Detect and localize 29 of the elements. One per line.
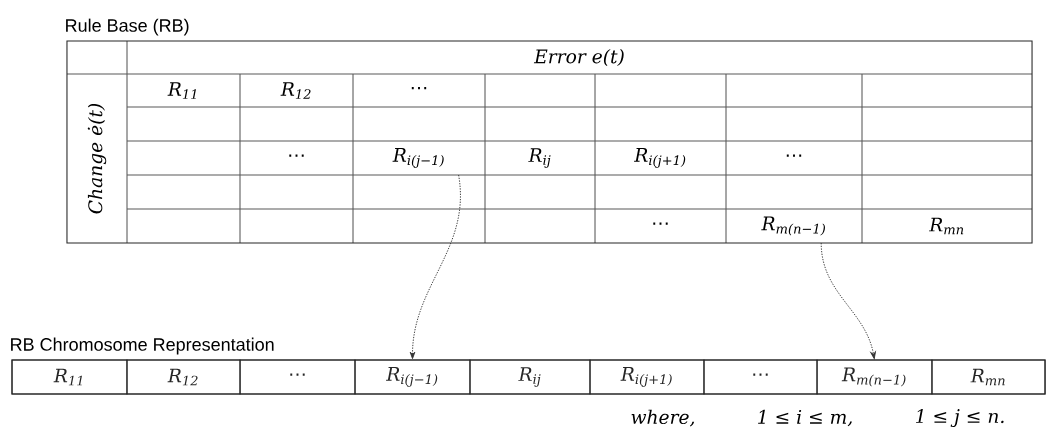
gene-cell: ⋯	[239, 359, 356, 395]
table-cell: R$_{i(j+1)}$	[634, 148, 686, 168]
table-cell: ⋯	[786, 154, 802, 157]
table-cell: ⋯	[653, 222, 668, 225]
gene-cell: R$_{ij}$	[469, 359, 591, 395]
condition-text: 1 ≤ i ≤ m,	[758, 409, 852, 427]
table-cell: R$_{12}$	[280, 82, 311, 99]
node-label: Rule Base (RB)	[66, 18, 189, 36]
condition-text: 1 ≤ j ≤ n.	[916, 409, 1004, 427]
table-cell: R$_{11}$	[167, 82, 196, 99]
gene-cell: R$_{i(j−1)}$	[354, 359, 471, 395]
table-cell: R$_{i(j−1)}$	[392, 148, 444, 168]
gene-cell: R$_{i(j+1)}$	[589, 359, 705, 395]
dotted-arrow	[820, 242, 876, 360]
gene-cell: ⋯	[703, 359, 818, 395]
gene-cell: R$_{11}$	[11, 359, 128, 395]
condition-text: where,	[631, 409, 695, 427]
node-label: RB Chromosome Representation	[11, 337, 274, 355]
dotted-arrow	[409, 174, 461, 360]
column-header: Error e(t)	[533, 48, 624, 67]
table-cell: R$_{ij}$	[528, 148, 551, 168]
table-cell: R$_{m(n−1)}$	[761, 216, 825, 236]
table-cell: ⋯	[289, 154, 304, 157]
gene-cell: R$_{m(n−1)}$	[816, 359, 933, 395]
table-cell: R$_{mn}$	[928, 217, 964, 235]
table-cell: ⋯	[411, 87, 427, 90]
gene-cell: R$_{12}$	[126, 359, 241, 395]
gene-cell: R$_{mn}$	[931, 359, 1046, 395]
row-header: Change ė(t)	[87, 103, 107, 214]
